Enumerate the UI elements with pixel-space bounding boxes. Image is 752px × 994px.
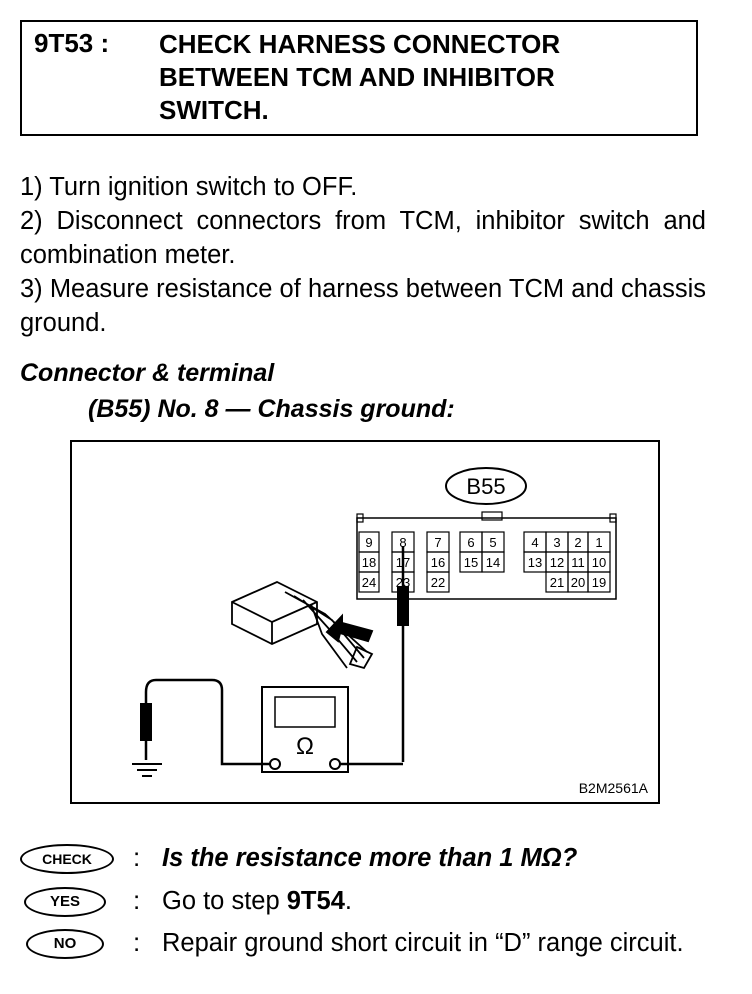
connector-heading-line: Connector & terminal	[20, 359, 275, 387]
meter-terminal-right	[329, 758, 341, 770]
pin-label: 1	[595, 535, 602, 550]
ground-probe	[140, 703, 152, 741]
pin-label: 3	[553, 535, 560, 550]
colon: :	[133, 885, 141, 915]
pin-label: 17	[396, 555, 410, 570]
ohmmeter-display	[274, 696, 336, 728]
step-title: CHECK HARNESS CONNECTOR BETWEEN TCM AND …	[159, 28, 679, 127]
step-title-line: CHECK HARNESS CONNECTOR	[159, 29, 561, 59]
wiring-diagram: B55 9 8 7 6 5 4 3 2 1 18 17 16 15 14 13 …	[70, 440, 660, 804]
insert-arrow	[325, 613, 374, 643]
diagram-drawing: B55 9 8 7 6 5 4 3 2 1 18 17 16 15 14 13 …	[132, 467, 617, 777]
colon: :	[133, 927, 141, 957]
ohm-symbol: Ω	[296, 733, 314, 760]
meter-terminal-left	[269, 758, 281, 770]
no-instruction: Repair ground short circuit in “D” range…	[162, 929, 684, 957]
pin-label: 6	[467, 535, 474, 550]
pin-label: 18	[362, 555, 376, 570]
pin-label: 5	[489, 535, 496, 550]
procedure-list: 1) Turn ignition switch to OFF. 2) Disco…	[20, 170, 706, 340]
pin-label: 2	[574, 535, 581, 550]
check-question: Is the resistance more than 1 MΩ?	[162, 844, 578, 872]
pin-label: 11	[571, 555, 585, 570]
step-title-line: SWITCH.	[159, 95, 269, 125]
pin-label: 13	[528, 555, 542, 570]
ohmmeter-body	[261, 686, 349, 773]
pin-label: 4	[531, 535, 538, 550]
yes-prefix: Go to step	[162, 887, 287, 915]
step-title-line: BETWEEN TCM AND INHIBITOR	[159, 62, 555, 92]
procedure-step: 3) Measure resistance of harness between…	[20, 275, 706, 337]
colon: :	[133, 842, 141, 872]
check-badge: CHECK	[20, 844, 114, 874]
pin-label: 16	[431, 555, 445, 570]
step-header: 9T53 : CHECK HARNESS CONNECTOR BETWEEN T…	[20, 20, 698, 136]
pin-label: 10	[592, 555, 606, 570]
pin-label: 7	[434, 535, 441, 550]
pin-label: 20	[571, 575, 585, 590]
no-badge: NO	[26, 929, 104, 959]
connector-body	[356, 517, 617, 600]
pin-label: 15	[464, 555, 478, 570]
probe-tip	[397, 586, 409, 626]
yes-badge: YES	[24, 887, 106, 917]
procedure-step: 2) Disconnect connectors from TCM, inhib…	[20, 207, 706, 269]
pin-label: 22	[431, 575, 445, 590]
step-code: 9T53 :	[34, 28, 110, 58]
connector-label: B55	[466, 474, 505, 499]
figure-reference-code: B2M2561A	[578, 780, 648, 796]
connector-heading: Connector & terminal (B55) No. 8 — Chass…	[20, 355, 455, 427]
connector-label-ellipse	[445, 467, 527, 505]
ground-lead	[144, 678, 270, 766]
pin-numbers: 9 8 7 6 5 4 3 2 1 18 17 16 15 14 13 12 1…	[362, 535, 606, 590]
yes-step-link[interactable]: 9T54	[286, 887, 345, 915]
harness-connector-sketch	[231, 581, 374, 670]
pin-label: 19	[592, 575, 606, 590]
yes-suffix: .	[344, 887, 352, 915]
connector-heading-line: (B55) No. 8 — Chassis ground:	[88, 395, 455, 423]
pin-label: 12	[550, 555, 564, 570]
pin-label: 9	[365, 535, 372, 550]
procedure-step: 1) Turn ignition switch to OFF.	[20, 173, 358, 201]
yes-instruction: Go to step 9T54.	[162, 885, 707, 917]
pin-label: 14	[486, 555, 500, 570]
pin-label: 23	[396, 575, 410, 590]
pin-label: 8	[399, 535, 406, 550]
pin-label: 21	[550, 575, 564, 590]
pin-label: 24	[362, 575, 376, 590]
